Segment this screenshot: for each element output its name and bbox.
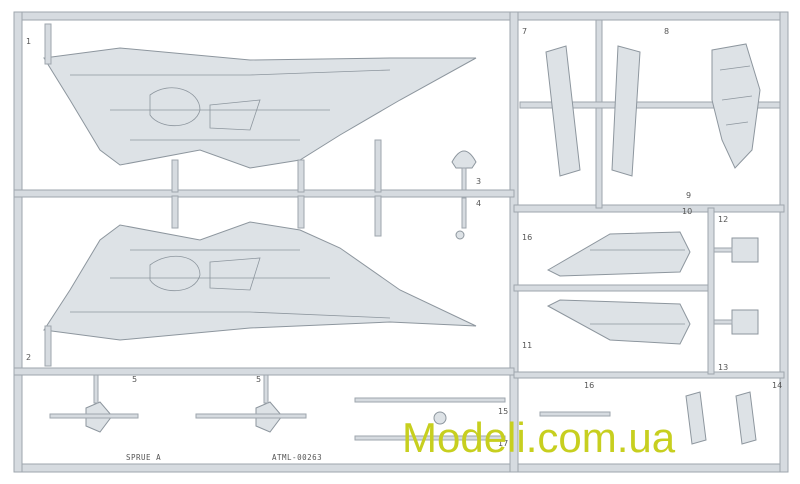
fin-part-8 (611, 45, 641, 177)
strut-part-14 (539, 391, 757, 445)
intake-part-16 (546, 231, 691, 277)
wing-part-upper (43, 23, 477, 193)
sprue-name-label: SPRUE A (126, 453, 161, 462)
small-part-4 (455, 197, 467, 240)
pylon-part-5b (195, 374, 307, 433)
cockpit-part-9 (711, 43, 761, 169)
part-number: 16 (584, 381, 594, 390)
part-number: 2 (26, 353, 31, 362)
part-number: 5 (132, 375, 137, 384)
part-number: 17 (498, 439, 508, 448)
part-number: 3 (476, 177, 481, 186)
part-number: 11 (522, 341, 532, 350)
part-number: 7 (522, 27, 527, 36)
fin-part-7 (545, 45, 581, 177)
part-number: 5 (256, 375, 261, 384)
bracket-part-13 (713, 309, 759, 335)
part-number: 1 (26, 37, 31, 46)
part-number-labels: 1 2 3 4 5 5 7 8 9 10 11 12 13 14 15 16 1… (26, 27, 782, 448)
sprue-frame (13, 11, 789, 473)
part-number: 13 (718, 363, 728, 372)
rod-parts-17 (354, 397, 506, 441)
bracket-part-12 (713, 237, 759, 263)
part-number: 8 (664, 27, 669, 36)
part-number: 12 (718, 215, 728, 224)
part-number: 15 (498, 407, 508, 416)
watermark-text: Modeli.com.ua (402, 414, 676, 461)
part-number: 16 (522, 233, 532, 242)
sprue-code-label: ATML-00263 (272, 453, 322, 462)
part-number: 4 (476, 199, 481, 208)
part-number: 9 (686, 191, 691, 200)
part-number: 10 (682, 207, 692, 216)
pylon-part-5a (49, 374, 139, 433)
intake-part-11 (546, 299, 691, 345)
wing-part-lower (43, 195, 477, 367)
part-number: 14 (772, 381, 782, 390)
small-part-3 (451, 150, 477, 191)
